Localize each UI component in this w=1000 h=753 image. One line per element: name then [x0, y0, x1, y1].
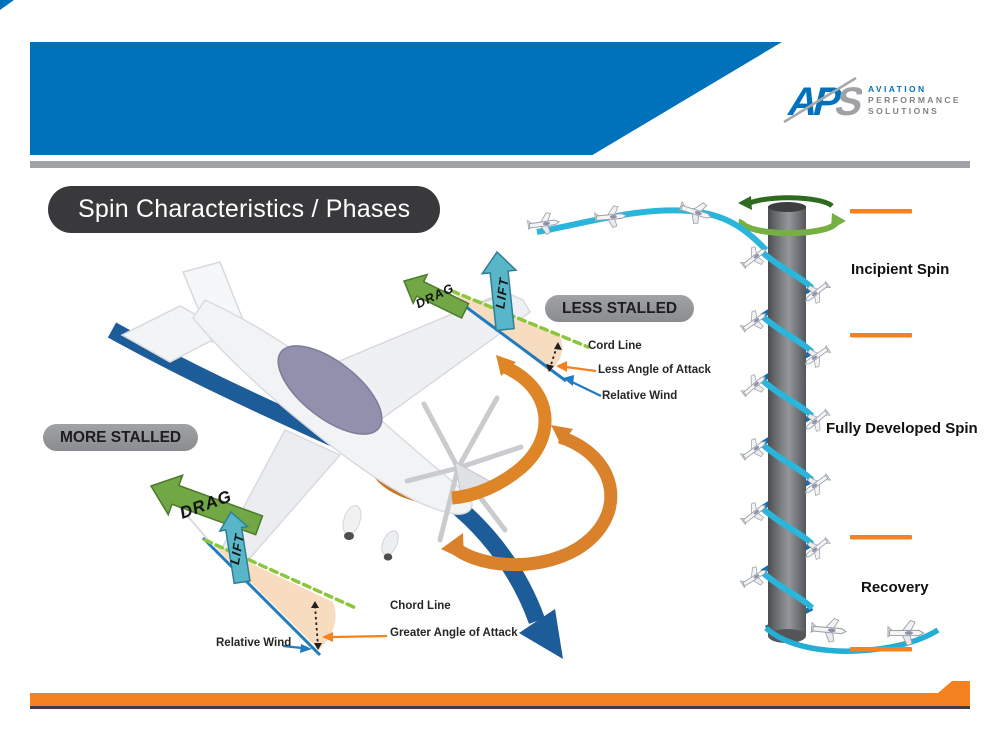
footer-dark-line [30, 706, 970, 709]
aoa-measure-top [549, 345, 558, 369]
chord-line-top [450, 289, 590, 349]
phase-tick [850, 209, 912, 214]
relative-wind-label-bottom: Relative Wind [216, 637, 292, 649]
spin-direction-arrows [738, 195, 846, 237]
greater-aoa-label: Greater Angle of Attack [390, 627, 518, 639]
relative-wind-label-top: Relative Wind [602, 390, 678, 402]
footer-orange-band [30, 681, 970, 706]
logo-words: AVIATION PERFORMANCE SOLUTIONS [868, 84, 961, 117]
wheel-left [344, 532, 354, 540]
chord-line-label: Chord Line [390, 600, 451, 612]
lift-arrow-bottom [218, 510, 251, 585]
spin-spiral-front [760, 249, 815, 611]
less-stalled-pill: LESS STALLED [545, 295, 695, 322]
yaw-rotation-arrow [441, 425, 618, 572]
logo-word-solutions: SOLUTIONS [868, 105, 940, 116]
relative-wind-line-bottom [201, 536, 322, 657]
phase-label-fully-developed: Fully Developed Spin [826, 420, 978, 437]
header-divider-bar [30, 161, 970, 168]
mini-plane-icon [593, 204, 628, 230]
wheel-right [383, 553, 393, 561]
phase-tick [850, 647, 912, 652]
logo-word-aviation: AVIATION [868, 83, 927, 94]
phase-label-recovery: Recovery [861, 579, 929, 596]
canopy [277, 345, 383, 435]
wheel-pant-right [381, 530, 399, 556]
mini-plane-icon [809, 615, 848, 645]
less-aoa-label: Less Angle of Attack [598, 364, 711, 376]
phase-tick [850, 535, 912, 540]
phase-tick [850, 333, 912, 338]
less-aoa-leader [565, 365, 597, 373]
cord-line-label: Cord Line [588, 340, 642, 352]
corner-accent [0, 0, 14, 10]
phase-label-incipient: Incipient Spin [851, 261, 950, 278]
drag-arrow-top [402, 273, 470, 320]
relative-wind-leader-bottom [282, 644, 303, 650]
more-stalled-pill: MORE STALLED [43, 424, 199, 451]
fuselage-rotation-arrow [451, 355, 552, 505]
logo-word-performance: PERFORMANCE [868, 94, 961, 105]
greater-aoa-leader [332, 634, 388, 639]
swoosh-arrowhead [519, 609, 563, 659]
lift-arrow-top [480, 250, 518, 332]
aoa-measure-bottom [314, 605, 319, 647]
aoa-wedge-top [452, 292, 563, 372]
footer-bar [30, 679, 970, 710]
aps-logo-mark-icon: A P S [783, 76, 862, 124]
page-title: Spin Characteristics / Phases [48, 186, 441, 233]
entry-path [536, 207, 769, 253]
wheel-pant-left [342, 505, 362, 535]
logo-slash [783, 76, 857, 124]
yaw-arrowhead [441, 533, 464, 560]
relative-wind-leader-top [571, 381, 602, 397]
spin-column [526, 195, 940, 654]
aps-logo: A P S AVIATION PERFORMANCE SOLUTIONS [776, 74, 976, 126]
